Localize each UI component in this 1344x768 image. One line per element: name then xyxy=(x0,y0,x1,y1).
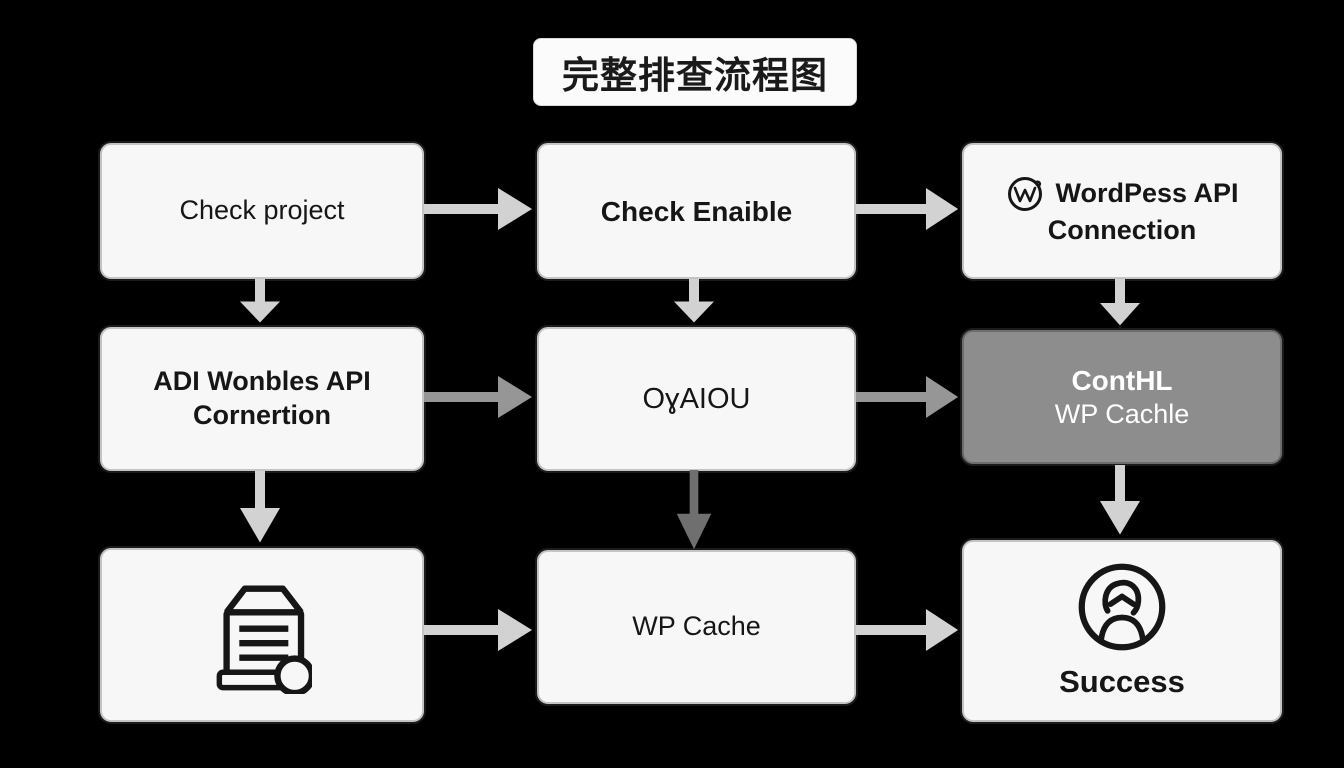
box-label-line1: ContHL xyxy=(1071,364,1173,396)
flow-box-success: Success xyxy=(962,540,1282,722)
box-label: OɣAIOU xyxy=(642,382,751,415)
box-label-line1: ADI Wonbles API xyxy=(153,366,371,397)
arrow-down-c1-2 xyxy=(240,471,280,543)
wordpress-icon-row: WordPess API xyxy=(1005,174,1239,214)
flow-box-wp-cache: WP Cache xyxy=(537,550,856,704)
arrow-down-c3-1 xyxy=(1100,279,1140,326)
arrow-down-c2-1 xyxy=(674,279,714,323)
box-label: Check project xyxy=(179,195,345,226)
page-title: 完整排查流程图 xyxy=(562,55,828,96)
box-label-line2: Connection xyxy=(1047,215,1197,246)
flow-box-oyaiou: OɣAIOU xyxy=(537,327,856,471)
arrow-down-c1-1 xyxy=(240,279,280,323)
wordpress-icon xyxy=(1008,177,1043,212)
arrow-right-r1-1 xyxy=(424,188,532,230)
document-icon xyxy=(216,585,312,694)
box-label-line2: WP Cachle xyxy=(1054,398,1190,429)
flow-box-check-enable: Check Enaible xyxy=(537,143,856,279)
flow-box-check-project: Check project xyxy=(100,143,424,279)
arrow-right-r2-1 xyxy=(424,376,532,418)
arrow-down-c2-2 xyxy=(676,470,712,550)
box-label-line1: WordPess API xyxy=(1055,178,1239,209)
box-label-line2: Cornertion xyxy=(193,400,331,430)
box-label: Check Enaible xyxy=(600,195,793,227)
arrow-right-r2-2 xyxy=(856,376,959,418)
arrow-right-r1-2 xyxy=(856,188,959,230)
title-box: 完整排查流程图 xyxy=(533,38,857,106)
arrow-down-c3-2 xyxy=(1100,465,1140,535)
arrow-right-r3-1 xyxy=(424,609,532,651)
person-icon xyxy=(1078,563,1166,650)
flow-box-document xyxy=(100,548,424,722)
flow-box-conthl-wp-cache: ContHL WP Cachle xyxy=(962,330,1282,464)
arrow-right-r3-2 xyxy=(856,609,959,651)
flow-box-wordpress-api: WordPess API Connection xyxy=(962,143,1282,279)
flow-box-adi-wonbles: ADI Wonbles API Cornertion xyxy=(100,327,424,471)
box-label: WP Cache xyxy=(632,611,761,642)
box-label: Success xyxy=(1059,663,1185,699)
